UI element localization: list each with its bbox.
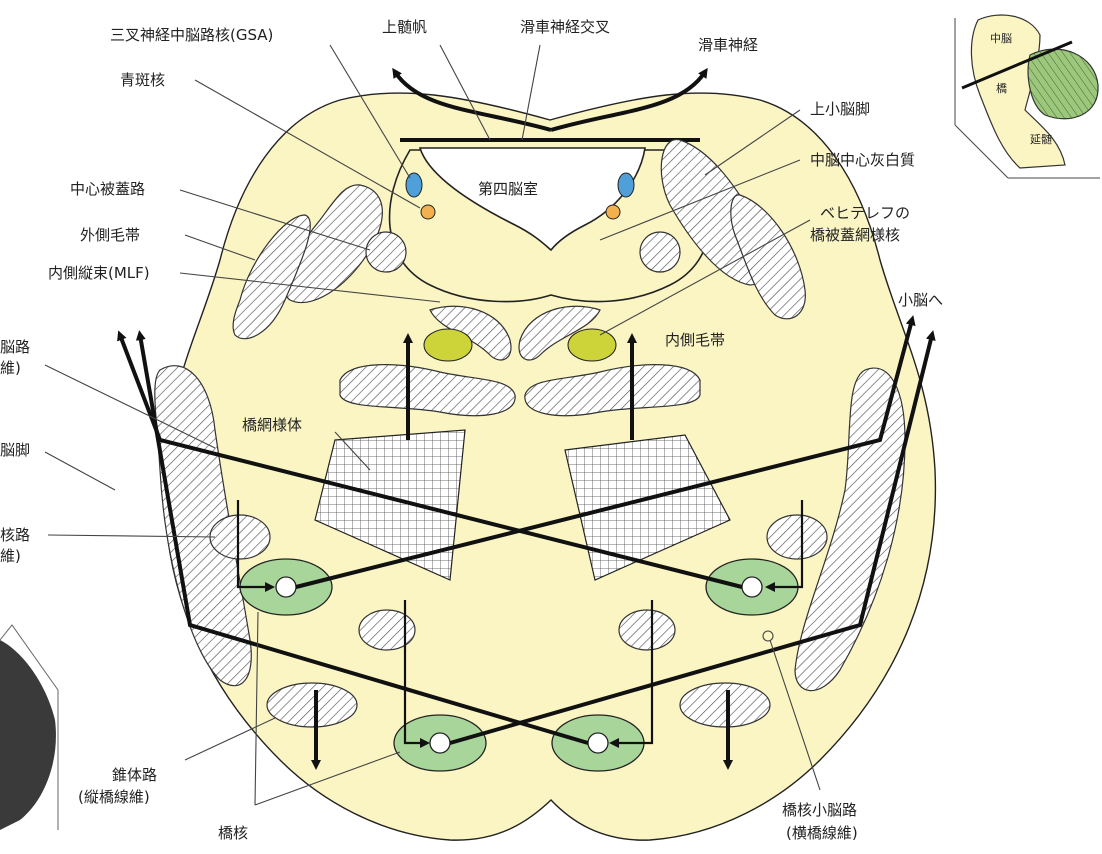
label-pontine-reticular-formation: 橋網様体	[242, 416, 302, 434]
label-mlf: 内側縦束(MLF)	[48, 264, 150, 282]
pontocerebellar-fiber-4	[135, 330, 589, 745]
central-tegmental-tract-right	[639, 231, 681, 273]
pontine-nucleus-cell	[429, 732, 451, 754]
pontine-nucleus-cell	[587, 732, 609, 754]
label-left-cut3-2: 維)	[0, 547, 21, 565]
label-superior-cerebellar-peduncle: 上小脳脚	[810, 100, 870, 118]
label-central-tegmental-tract: 中心被蓋路	[70, 180, 145, 198]
trigeminal-mesencephalic-nucleus-left	[405, 172, 423, 198]
label-medial-lemniscus: 内側毛帯	[665, 331, 725, 349]
inset-label-midbrain: 中脳	[990, 32, 1012, 45]
label-left-cut3-1: 核路	[0, 526, 30, 544]
locus-coeruleus-right	[605, 204, 621, 220]
medial-lemniscus-left	[339, 364, 516, 417]
bechterew-nucleus-right	[567, 328, 617, 362]
inset-label-medulla: 延髄	[1030, 132, 1052, 146]
bechterew-nucleus-left	[423, 328, 473, 362]
label-left-cut2: 脳脚	[0, 441, 30, 459]
label-left-cut1-1: 脳路	[0, 338, 30, 356]
label-pontine-nuclei: 橋核	[218, 824, 248, 842]
label-superior-medullary-velum: 上髄帆	[382, 18, 427, 36]
brainstem-inset	[954, 14, 1100, 179]
trigeminal-mesencephalic-nucleus-right	[617, 172, 635, 198]
label-locus-coeruleus: 青斑核	[120, 71, 165, 89]
medial-lemniscus-right	[524, 364, 701, 417]
label-pyramidal-tract-2: (縦橋線維)	[78, 788, 150, 806]
label-trochlear-decussation: 滑車神経交叉	[520, 18, 610, 36]
pontine-reticular-formation-left	[314, 429, 466, 581]
leader-lines	[44, 44, 821, 806]
pontocerebellar-fiber-1	[295, 315, 916, 589]
longitudinal-fibers-upper-right	[766, 514, 828, 560]
corticopontine-input-mid-right	[609, 600, 654, 748]
pontine-nucleus-cell	[741, 576, 763, 598]
longitudinal-fibers-mid-right	[618, 609, 676, 651]
label-lateral-lemniscus: 外側毛帯	[80, 226, 140, 244]
label-trigeminal-mesencephalic: 三叉神経中脳路核(GSA)	[110, 26, 273, 44]
locus-coeruleus-left	[420, 204, 436, 220]
pyramidal-tract-left	[266, 682, 358, 728]
corticopontine-input-mid-left	[403, 600, 430, 748]
superior-cerebellar-peduncle-left	[284, 184, 383, 304]
mlf-right	[518, 305, 601, 361]
label-pontocerebellar-2: (横橋線維)	[786, 824, 858, 842]
lateral-lemniscus-right	[730, 194, 806, 320]
cropped-photo-fragment	[0, 624, 59, 830]
longitudinal-fibers-upper-left	[209, 514, 271, 560]
label-bechterew-1: ベヒテレフの	[820, 204, 910, 222]
label-pyramidal-tract-1: 錐体路	[112, 766, 157, 784]
label-fourth-ventricle: 第四脳室	[478, 180, 538, 198]
pontine-reticular-formation-right	[564, 434, 731, 581]
trochlear-nerve-left-arrow	[392, 67, 552, 132]
label-periaqueductal-gray: 中脳中心灰白質	[810, 151, 915, 169]
label-trochlear-nerve: 滑車神経	[698, 36, 758, 54]
label-pontocerebellar-1: 橋核小脳路	[782, 801, 857, 819]
pontocerebellar-fiber-2	[449, 330, 936, 745]
corticopontine-input-right	[765, 500, 804, 592]
pyramidal-tract-right	[679, 682, 771, 728]
longitudinal-fibers-mid-left	[358, 609, 416, 651]
fourth-ventricle	[418, 147, 646, 252]
label-left-cut1-2: 維)	[0, 359, 21, 377]
label-bechterew-2: 橋被蓋網様核	[810, 226, 900, 244]
trochlear-nerve-right-arrow	[550, 67, 708, 132]
label-to-cerebellum: 小脳へ	[898, 291, 943, 309]
central-tegmental-tract-left	[365, 231, 407, 273]
corticopontine-input-left	[236, 500, 275, 592]
inset-label-pons: 橋	[996, 81, 1007, 95]
pontine-nucleus-cell	[275, 576, 297, 598]
